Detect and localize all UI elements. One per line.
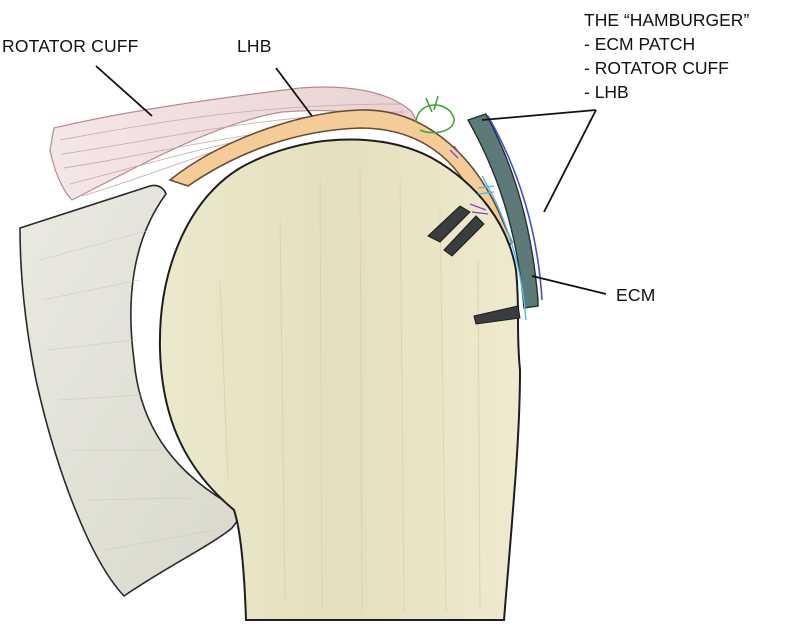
hamburger-item-rotator-cuff: - ROTATOR CUFF [584,56,749,80]
hamburger-title: THE “HAMBURGER” [584,8,749,32]
hamburger-leader-left [482,110,596,120]
hamburger-item-lhb: - LHB [584,80,749,104]
label-ecm: ECM [616,287,656,305]
ecm-leader [532,276,606,294]
hamburger-item-ecm-patch: - ECM PATCH [584,32,749,56]
label-lhb: LHB [237,38,272,56]
hamburger-leader-right [544,110,596,212]
label-rotator-cuff: ROTATOR CUFF [2,38,139,56]
rotator-cuff-leader [96,66,152,116]
hamburger-label-block: THE “HAMBURGER” - ECM PATCH - ROTATOR CU… [584,8,749,104]
